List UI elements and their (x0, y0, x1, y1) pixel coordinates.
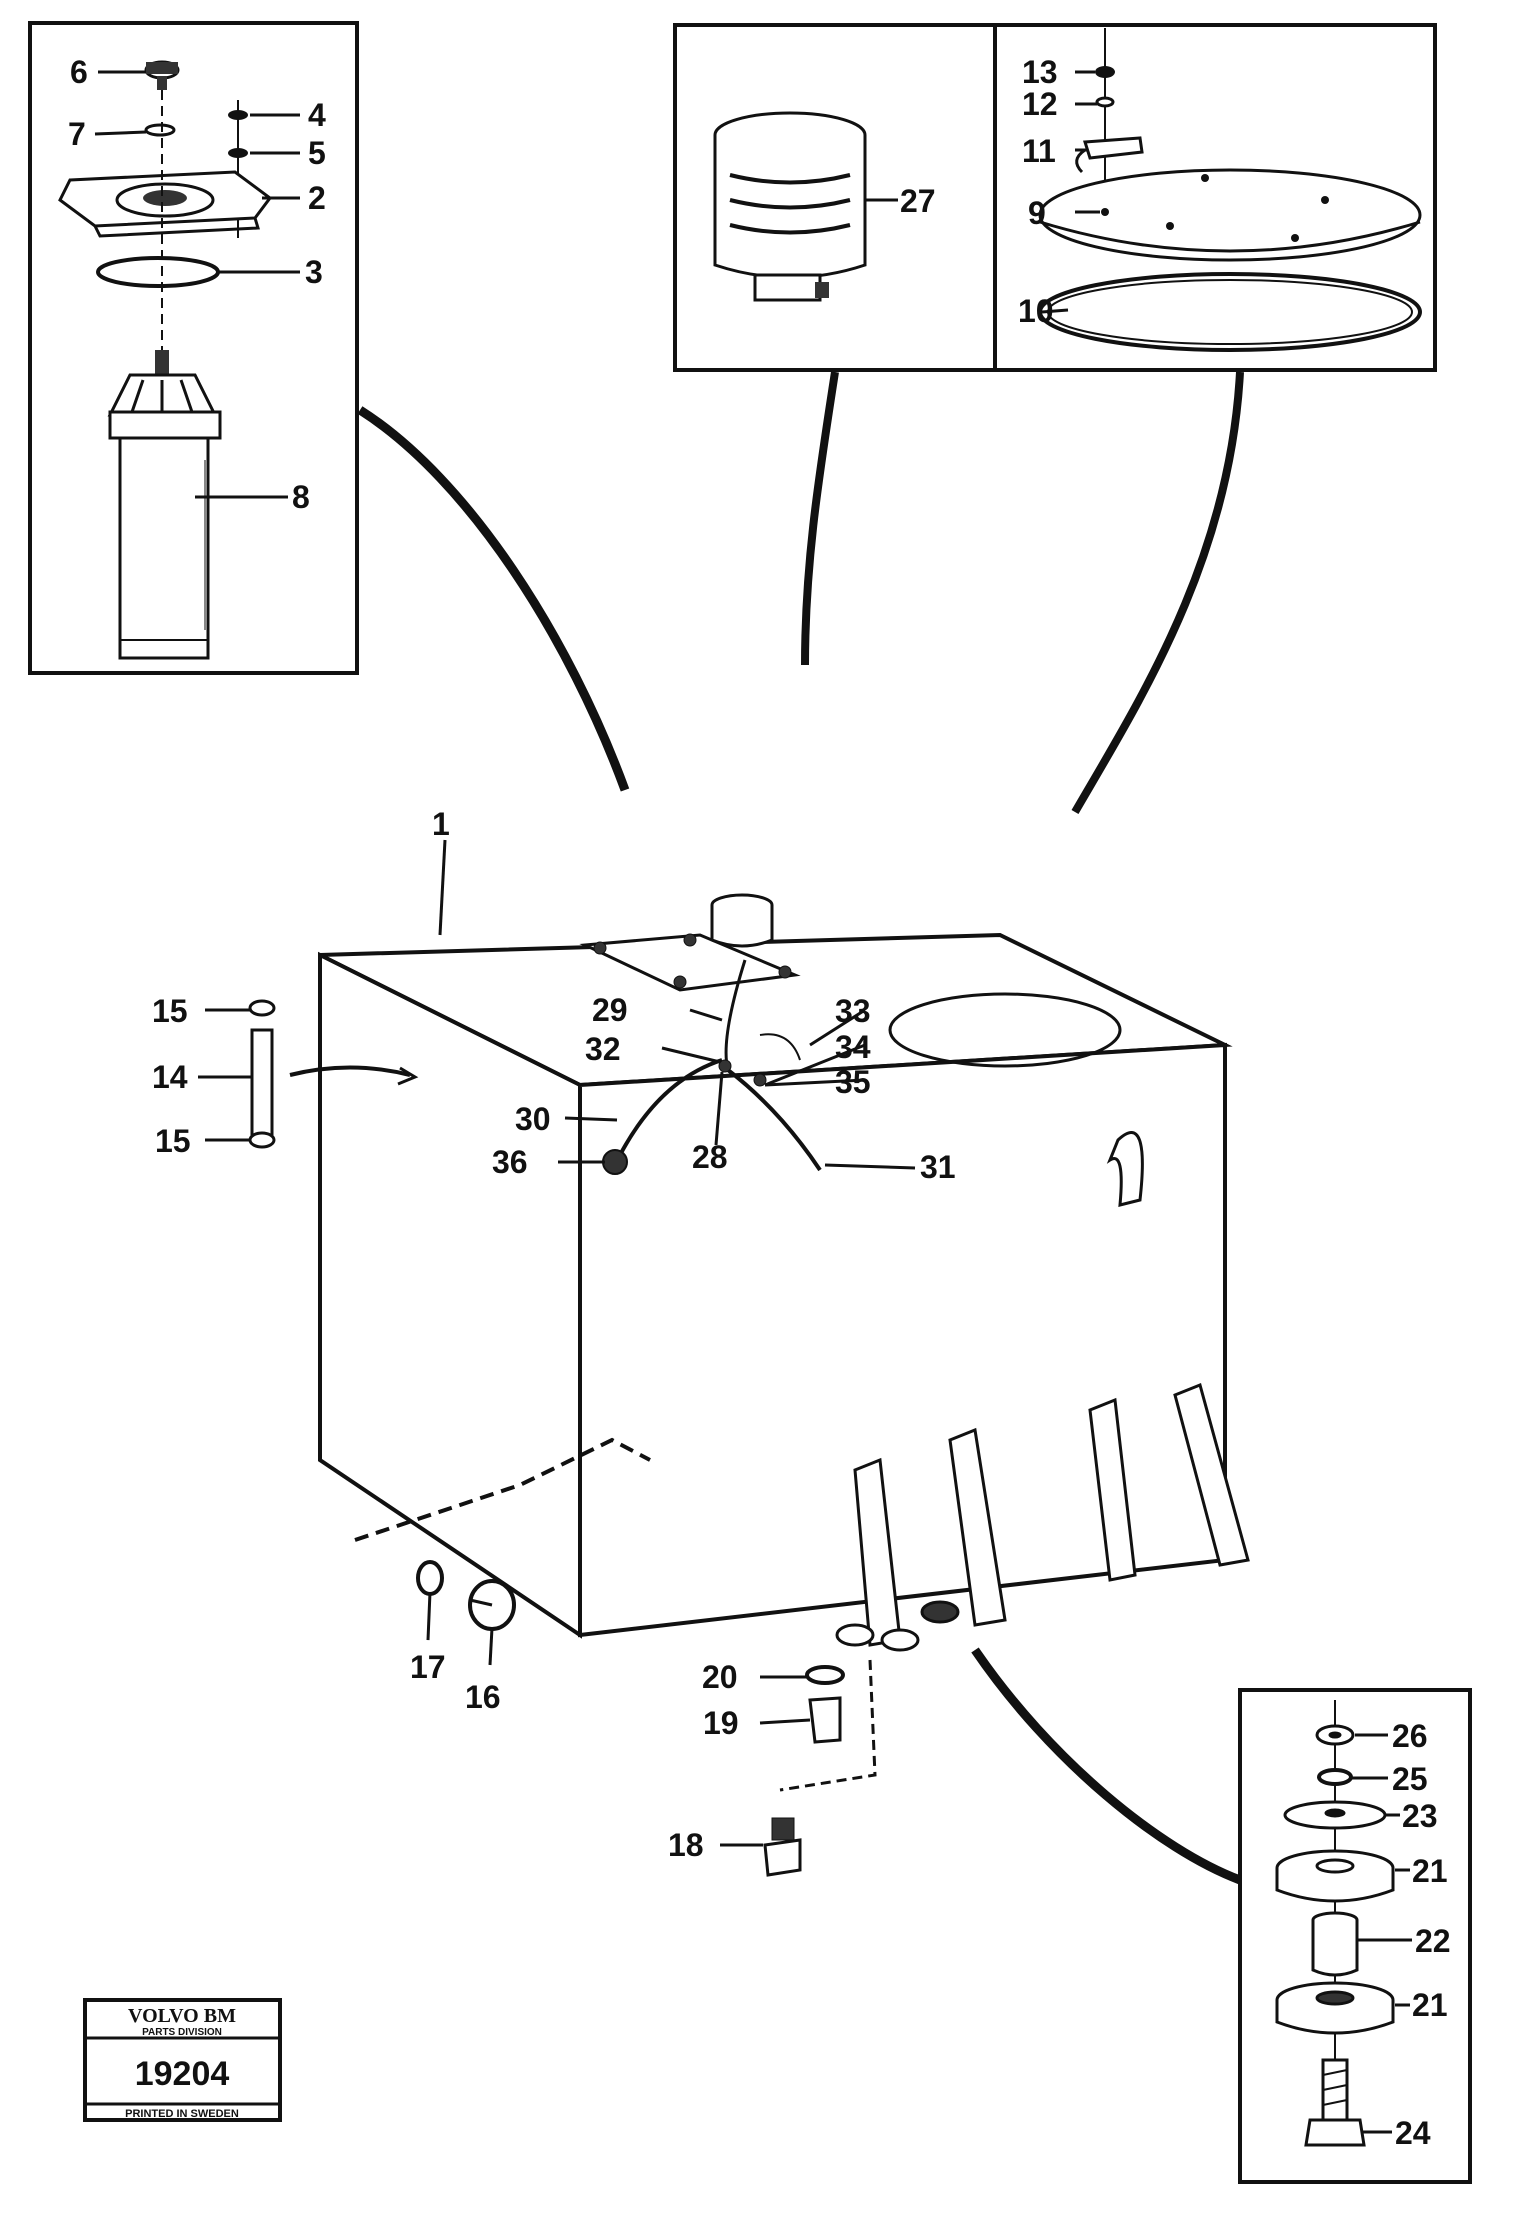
stamp-division: PARTS DIVISION (142, 2027, 222, 2038)
callout-15-bottom: 15 (155, 1123, 191, 1159)
callout-16: 16 (465, 1679, 501, 1715)
callout-2: 2 (308, 180, 326, 216)
leader-lines (94, 70, 1412, 2134)
callout-28: 28 (692, 1139, 728, 1175)
hydraulic-tank (318, 893, 1250, 1652)
callout-18: 18 (668, 1827, 704, 1863)
callout-27: 27 (900, 183, 936, 219)
callout-19: 19 (703, 1705, 739, 1741)
callout-8: 8 (292, 479, 310, 515)
inset-cover (993, 23, 1437, 372)
callout-6: 6 (70, 54, 88, 90)
callout-26: 26 (1392, 1718, 1428, 1754)
callout-35: 35 (835, 1064, 871, 1100)
callout-9: 9 (1028, 195, 1046, 231)
callout-5: 5 (308, 135, 326, 171)
connector-lines (357, 371, 1244, 1885)
stamp-brand: VOLVO BM (128, 2005, 236, 2027)
tank-hoses (602, 959, 822, 1175)
callout-25: 25 (1392, 1761, 1428, 1797)
callout-23: 23 (1402, 1798, 1438, 1834)
inset-breather (673, 23, 997, 372)
volvo-bm-parts-stamp: VOLVO BM PARTS DIVISION 19204 PRINTED IN… (83, 1998, 282, 2122)
callout-17: 17 (410, 1649, 446, 1685)
stamp-number: 19204 (135, 2055, 230, 2093)
callout-29: 29 (592, 992, 628, 1028)
callout-4: 4 (308, 97, 326, 133)
callout-15-top: 15 (152, 993, 188, 1029)
callout-36: 36 (492, 1144, 528, 1180)
callout-32: 32 (585, 1031, 621, 1067)
callout-13: 13 (1022, 54, 1058, 90)
callout-1: 1 (432, 806, 450, 842)
callout-21-lower: 21 (1412, 1987, 1448, 2023)
callout-7: 7 (68, 116, 86, 152)
callout-30: 30 (515, 1101, 551, 1137)
callout-3: 3 (305, 254, 323, 290)
callout-24: 24 (1395, 2115, 1431, 2151)
callout-12: 12 (1022, 86, 1058, 122)
callout-33: 33 (835, 993, 871, 1029)
bottom-fittings (763, 1659, 877, 1877)
callout-labels: 6 7 4 5 2 3 8 27 13 12 11 9 10 1 15 14 1… (68, 54, 1451, 2151)
callout-14: 14 (152, 1059, 188, 1095)
pipe-assembly-14 (248, 999, 419, 1149)
drain-plug-assembly (354, 1437, 651, 1631)
callout-21-upper: 21 (1412, 1853, 1448, 1889)
inset-filter-assembly (28, 21, 359, 675)
callout-20: 20 (702, 1659, 738, 1695)
callout-22: 22 (1415, 1923, 1451, 1959)
inset-mounting (1238, 1688, 1472, 2184)
callout-34: 34 (835, 1029, 871, 1065)
callout-10: 10 (1018, 293, 1054, 329)
callout-11: 11 (1022, 133, 1056, 169)
stamp-printed: PRINTED IN SWEDEN (125, 2108, 239, 2120)
callout-31: 31 (920, 1149, 956, 1185)
